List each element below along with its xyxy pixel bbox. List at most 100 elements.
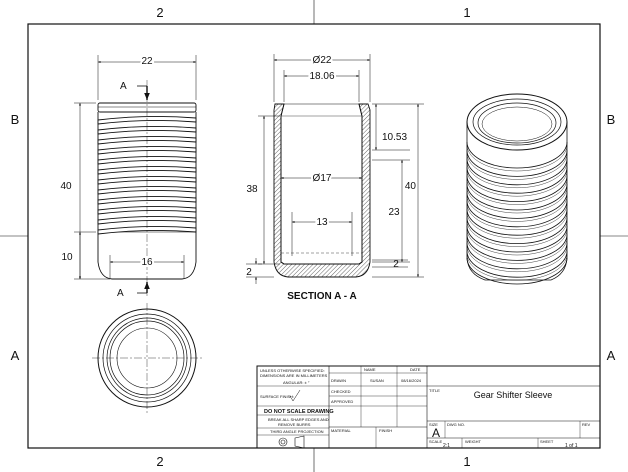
tb-row-material: MATERIAL [331, 428, 351, 433]
dimension-section-length-value: 23 [388, 207, 400, 218]
iso-thread-rib [466, 144, 568, 172]
zone-label-left-a: A [11, 348, 20, 363]
tb-projection: THIRD ANGLE PROJECTION [270, 429, 324, 434]
iso-thread-rib [466, 203, 568, 230]
dimension-section-length [372, 159, 410, 263]
iso-thread-rib [466, 228, 568, 256]
tb-row-checked: CHECKED [331, 389, 351, 394]
iso-thread-rib [466, 186, 568, 214]
iso-thread-rib [466, 237, 568, 264]
dimension-front-base [74, 231, 96, 279]
dimension-section-outer-dia [273, 54, 371, 102]
tb-title-label: TITLE [429, 388, 440, 393]
tb-spec-note-1: UNLESS OTHERWISE SPECIFIED: [260, 368, 325, 373]
tb-break-edges-2: REMOVE BURRS [278, 422, 311, 427]
zone-label-right-b: B [607, 112, 616, 127]
thread-rib [97, 115, 197, 125]
section-left-wall [273, 103, 371, 278]
thread-rib [97, 195, 197, 205]
tb-scale-label: SCALE [429, 439, 442, 444]
tb-weight-label: WEIGHT [465, 439, 482, 444]
section-marker-top: A [120, 81, 127, 92]
dimension-front-bottom-value: 16 [141, 257, 153, 268]
tb-drawn-date: 08/16/2024 [401, 378, 422, 383]
dimension-section-height-40-value: 40 [405, 181, 417, 192]
tb-row-drawn: DRAWN [331, 378, 346, 383]
iso-thread-rib [466, 225, 568, 253]
iso-thread-rib [466, 192, 568, 219]
section-view: Ø22 18.06 Ø17 13 38 [246, 53, 424, 302]
tb-sheet-label: SHEET [540, 439, 554, 444]
tb-size-value: A [432, 426, 440, 440]
tb-finish: FINISH [379, 428, 392, 433]
iso-thread-rib [466, 220, 568, 247]
tb-col-date: DATE [410, 367, 421, 372]
dimension-section-floor-right-value: 2 [393, 259, 399, 270]
zone-label-bottom-left: 2 [156, 454, 163, 469]
tb-dwg-no-label: DWG NO. [447, 422, 465, 427]
tb-size-label: SIZE [429, 422, 438, 427]
tb-drawn-name: SUSAN [370, 378, 384, 383]
iso-thread-rib [466, 158, 568, 186]
surface-finish-symbol [289, 389, 301, 402]
zone-label-top-left: 2 [156, 5, 163, 20]
zone-label-right-a: A [607, 348, 616, 363]
tb-col-name: NAME [364, 367, 376, 372]
tb-sheet-value: 1 of 1 [565, 443, 578, 449]
dimension-section-height-38-value: 38 [246, 184, 258, 195]
dimension-section-floor-right [372, 259, 408, 268]
iso-thread-rib [466, 242, 568, 270]
iso-thread-rib [466, 150, 568, 177]
iso-thread-rib [466, 153, 568, 180]
zone-label-bottom-right: 1 [463, 454, 470, 469]
dimension-section-bottom-inner-value: 13 [316, 217, 328, 228]
dimension-section-floor-left [246, 258, 274, 284]
dimension-front-bottom [109, 255, 185, 279]
tb-scale-value: 2:1 [443, 443, 450, 449]
tb-spec-note-2: DIMENSIONS ARE IN MILLIMETERS [260, 373, 328, 378]
iso-thread-rib [466, 200, 568, 228]
isometric-view [466, 93, 568, 285]
dimension-front-width [97, 55, 197, 100]
section-label: SECTION A - A [287, 291, 356, 302]
dimension-section-height-40 [372, 103, 424, 278]
zone-labels: 2 1 2 1 B A B A [11, 5, 616, 469]
iso-thread-rib [466, 161, 568, 188]
iso-thread-rib [466, 170, 568, 197]
iso-thread-rib [466, 212, 568, 239]
iso-thread-rib [466, 245, 568, 272]
top-view [92, 303, 202, 413]
dimension-section-inner-top-value: 18.06 [309, 71, 334, 82]
dimension-section-inner-dia-value: Ø17 [313, 173, 332, 184]
iso-thread-rib [466, 183, 568, 211]
section-marker-bottom: A [117, 288, 124, 299]
tb-no-scale: DO NOT SCALE DRAWING [264, 409, 334, 415]
dimension-section-inner-top [283, 70, 360, 102]
iso-thread-rib [466, 167, 568, 194]
tb-break-edges-1: BREAK ALL SHARP EDGES AND [268, 417, 329, 422]
projection-symbol [278, 435, 305, 449]
dimension-front-base-value: 10 [61, 252, 73, 263]
iso-thread-rib [466, 178, 568, 205]
iso-thread-rib [466, 195, 568, 222]
iso-thread-rib [466, 209, 568, 236]
zone-label-top-right: 1 [463, 5, 470, 20]
thread-rib [97, 185, 197, 195]
dimension-section-outer-dia-value: Ø22 [313, 55, 332, 66]
tb-rev-label: REV [582, 422, 591, 427]
iso-thread-rib [466, 234, 568, 261]
front-view: A A 22 40 10 16 [60, 54, 197, 299]
thread-rib [97, 125, 197, 135]
dimension-section-bottom-inner [291, 212, 353, 256]
iso-thread-rib [466, 141, 568, 169]
tb-row-approved: APPROVED [331, 399, 353, 404]
title-block: UNLESS OTHERWISE SPECIFIED: DIMENSIONS A… [256, 365, 601, 449]
iso-thread-rib [466, 217, 568, 244]
dimension-section-depth-value: 10.53 [382, 132, 407, 143]
dimension-front-width-value: 22 [141, 56, 153, 67]
tb-angular: ANGULAR: ± ° [283, 380, 310, 385]
dimension-section-floor-left-value: 2 [246, 267, 252, 278]
tb-surface: SURFACE FINISH: [260, 394, 294, 399]
iso-thread-rib [466, 251, 568, 278]
